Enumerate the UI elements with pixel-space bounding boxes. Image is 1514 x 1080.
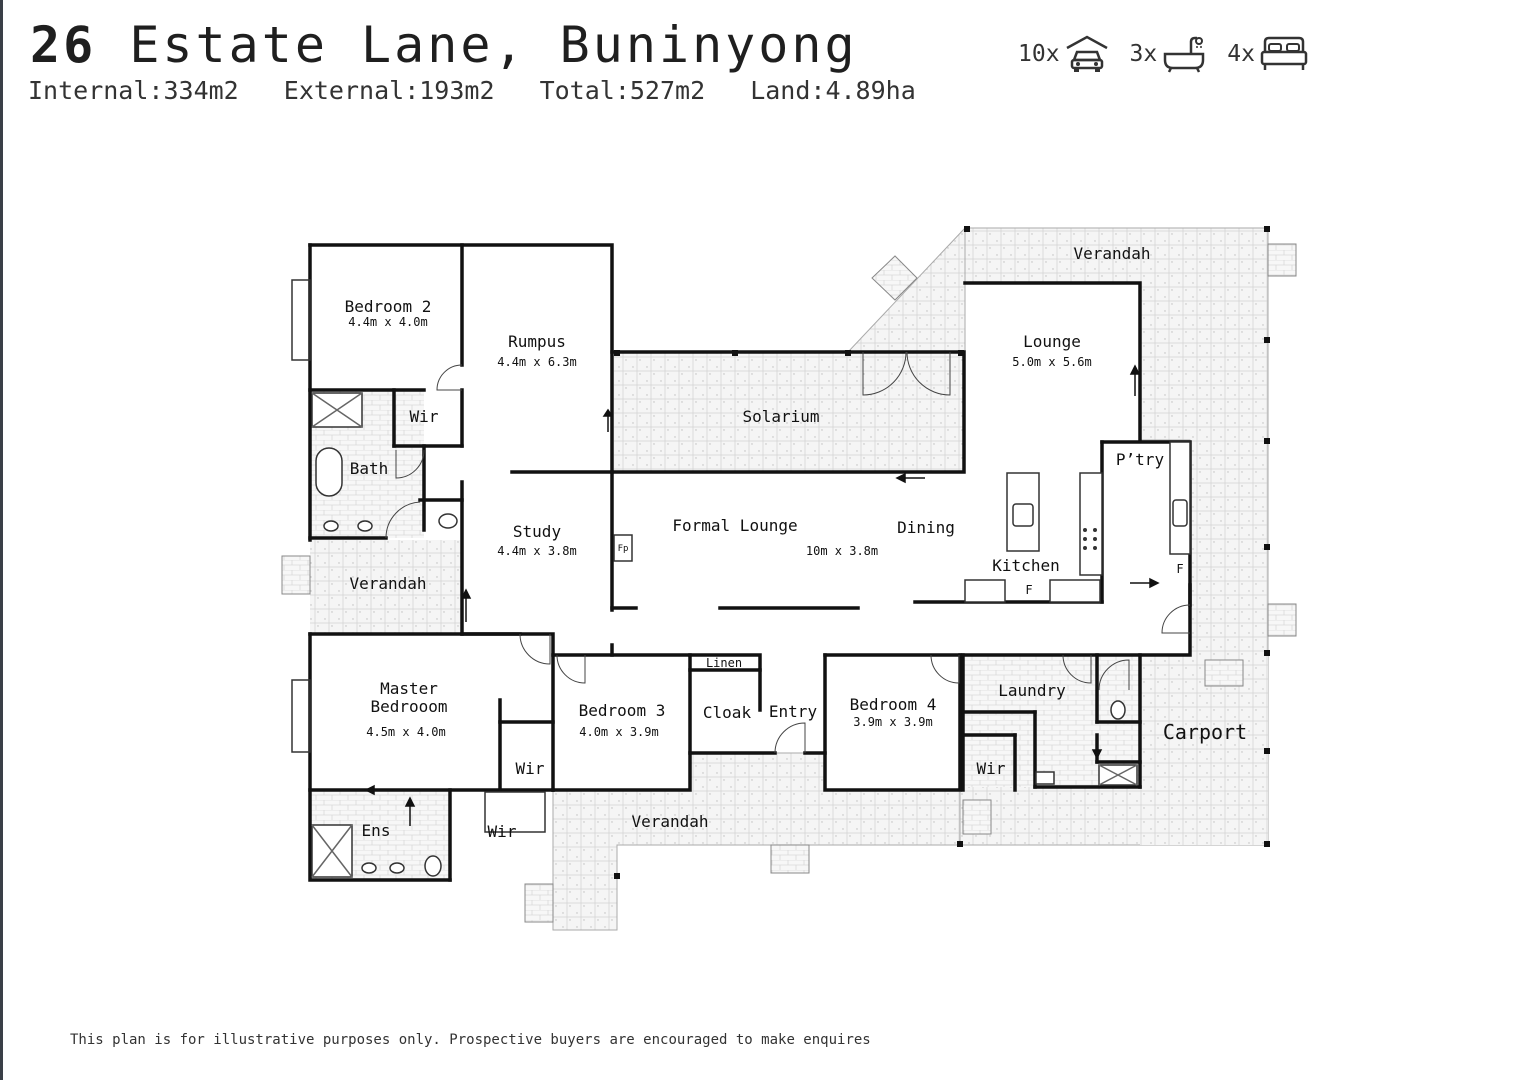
- dining-label: Dining: [897, 518, 955, 537]
- bathrooms: 3x: [1130, 34, 1208, 74]
- bedroom-2-label: Bedroom 2: [345, 297, 432, 316]
- verandah-left-label: Verandah: [349, 574, 426, 593]
- bath-label: Bath: [350, 459, 389, 478]
- bathtub-icon: [1164, 36, 1205, 73]
- land-area: Land:4.89ha: [750, 76, 916, 105]
- door-swings: [385, 351, 1191, 754]
- feature-icons: 10x 3x 4x: [1018, 34, 1329, 74]
- room-labels: Bedroom 2 4.4m x 4.0m Rumpus 4.4m x 6.3m…: [345, 244, 1248, 841]
- bedroom-4-label: Bedroom 4: [850, 695, 937, 714]
- internal-area: Internal:334m2: [28, 76, 239, 105]
- formal-lounge-label: Formal Lounge: [672, 516, 797, 535]
- entry-label: Entry: [769, 702, 818, 721]
- cooktop-icon: [1083, 528, 1097, 550]
- verandah-top-label: Verandah: [1073, 244, 1150, 263]
- pantry-label: P’try: [1116, 450, 1165, 469]
- fixtures: [291, 279, 1191, 878]
- kitchen-label: Kitchen: [992, 556, 1059, 575]
- laundry-label: Laundry: [998, 681, 1066, 700]
- bedroom-3-label: Bedroom 3: [579, 701, 666, 720]
- lounge-size: 5.0m x 5.6m: [1012, 355, 1091, 369]
- carport-label: Carport: [1163, 720, 1247, 744]
- rumpus-size: 4.4m x 6.3m: [497, 355, 576, 369]
- pantry-fridge-label: F: [1176, 562, 1183, 576]
- steps: [281, 243, 1297, 923]
- fridge-label: F: [1025, 583, 1032, 597]
- street-name: Estate Lane, Buninyong: [129, 16, 858, 74]
- linen-label: Linen: [706, 656, 742, 670]
- master-label-line-2: Bedrooom: [370, 697, 447, 716]
- rumpus-label: Rumpus: [508, 332, 566, 351]
- car-icon: [1065, 35, 1108, 72]
- wir-bedroom-4-label: Wir: [977, 759, 1006, 778]
- study-label: Study: [513, 522, 562, 541]
- study-size: 4.4m x 3.8m: [497, 544, 576, 558]
- car-spaces: 10x: [1018, 34, 1110, 74]
- formal-lounge-size: 10m x 3.8m: [806, 544, 878, 558]
- verandah-areas: [310, 226, 1269, 931]
- disclaimer: This plan is for illustrative purposes o…: [70, 1032, 871, 1048]
- cloak-label: Cloak: [703, 703, 752, 722]
- total-area: Total:527m2: [539, 76, 706, 105]
- car-count: 10x: [1018, 41, 1060, 67]
- wir-ensuite-label: Wir: [488, 822, 517, 841]
- external-area: External:193m2: [283, 76, 495, 105]
- wir-master-label: Wir: [516, 759, 545, 778]
- bed-count: 4x: [1227, 41, 1255, 67]
- verandah-bottom-label: Verandah: [631, 812, 708, 831]
- master-size: 4.5m x 4.0m: [366, 725, 445, 739]
- direction-arrows: [364, 364, 1160, 826]
- solarium-label: Solarium: [742, 407, 819, 426]
- bath-count: 3x: [1129, 41, 1158, 67]
- verandah-posts: [614, 226, 1270, 879]
- lounge-label: Lounge: [1023, 332, 1081, 351]
- master-label-line-1: Master: [380, 679, 438, 698]
- ensuite-label: Ens: [362, 821, 391, 840]
- fireplace-label: Fp: [618, 544, 629, 554]
- bedrooms: 4x: [1227, 34, 1309, 74]
- bedroom-3-size: 4.0m x 3.9m: [579, 725, 658, 739]
- property-title: 26 Estate Lane, Buninyong: [30, 16, 858, 74]
- walls: [308, 243, 1192, 882]
- left-edge-bar: [0, 0, 3, 1080]
- bed-icon: [1260, 36, 1308, 70]
- wir-bedroom-2-label: Wir: [410, 407, 439, 426]
- street-number: 26: [30, 16, 97, 74]
- bedroom-4-size: 3.9m x 3.9m: [853, 715, 932, 729]
- bedroom-2-size: 4.4m x 4.0m: [348, 315, 427, 329]
- area-summary: Internal:334m2 External:193m2 Total:527m…: [28, 76, 946, 105]
